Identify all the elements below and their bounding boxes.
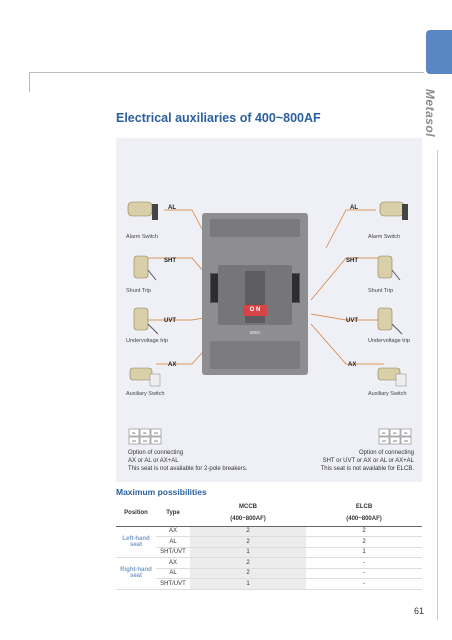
header-rule (29, 72, 424, 73)
breaker-bottom (210, 341, 300, 369)
table-row: AL 2 - (116, 568, 422, 579)
line-right-ax (310, 323, 384, 365)
right-grid-cell: AL (393, 431, 397, 435)
type-cell: AL (156, 568, 190, 579)
right-grid-cell: AL (382, 431, 386, 435)
right-grid-cell: AL (404, 431, 408, 435)
left-sht-tag: SHT (164, 258, 176, 264)
left-grid-cell: AX (143, 439, 147, 443)
mccb-cell: 1 (190, 578, 306, 590)
mccb-cell: 2 (190, 536, 306, 548)
right-grid-cell: AX (404, 439, 408, 443)
possibilities-title: Maximum possibilities (116, 487, 207, 497)
left-grid-cell: AX (154, 439, 158, 443)
left-grid-cell: AL (132, 431, 136, 435)
left-uvt-label: Undervoltage trip (126, 338, 168, 344)
alarm-switch-image-right (374, 198, 408, 227)
left-al-tag: AL (168, 205, 176, 211)
elcb-cell: 2 (306, 536, 422, 548)
left-sht-label: Shunt Trip (126, 288, 152, 294)
left-grid-cell: AX (154, 431, 158, 435)
elcb-cell: - (306, 578, 422, 590)
page-number: 61 (414, 606, 425, 616)
right-sht-label: Shunt Trip (368, 288, 394, 294)
connector-lines (146, 209, 384, 365)
right-al-tag: AL (350, 205, 358, 211)
auxiliaries-diagram: AL Alarm Switch SHT Shunt Trip UVT Under… (116, 138, 422, 482)
type-cell: SHT/UVT (156, 578, 190, 590)
breaker-rating: 800A (250, 330, 261, 335)
table-row: SHT/UVT 1 1 (116, 547, 422, 558)
left-uvt-tag: UVT (164, 318, 176, 324)
elcb-cell: 2 (306, 526, 422, 537)
mccb-cell: 1 (190, 547, 306, 558)
line-right-sht (310, 257, 384, 301)
left-ax-label: Auxiliary Switch (126, 391, 165, 397)
possibilities-table: Position Type MCCB ELCB (400~800AF) (400… (116, 500, 422, 590)
right-sht-tag: SHT (346, 258, 358, 264)
undervoltage-trip-image (130, 306, 160, 341)
mccb-subheader: (400~800AF) (190, 513, 306, 527)
auxiliary-switch-image (128, 364, 162, 393)
elcb-cell: - (306, 568, 422, 579)
type-header: Type (156, 500, 190, 527)
right-grid-cell: AX (393, 439, 397, 443)
elcb-cell: - (306, 557, 422, 569)
left-seat-grid: AL AL AX AX AX AX (128, 428, 164, 451)
table-header: Position Type MCCB ELCB (116, 500, 422, 527)
right-grid-cell: AX (382, 439, 386, 443)
side-rule (437, 150, 438, 620)
elcb-cell: 1 (306, 547, 422, 558)
type-cell: SHT/UVT (156, 547, 190, 558)
table-row: SHT/UVT 1 - (116, 578, 422, 590)
undervoltage-trip-image-right (374, 306, 404, 341)
alarm-switch-image (126, 198, 160, 227)
breaker-on-indicator: O N (243, 305, 267, 316)
breaker-top (210, 219, 300, 237)
right-ax-label: Auxiliary Switch (368, 391, 407, 397)
breaker-image: O N 800A (202, 213, 308, 375)
mccb-cell: 2 (190, 526, 306, 537)
right-ax-tag: AX (348, 362, 357, 368)
type-cell: AL (156, 536, 190, 548)
page-title: Electrical auxiliaries of 400~800AF (116, 111, 321, 125)
right-al-label: Alarm Switch (368, 234, 401, 240)
mccb-cell: 2 (190, 557, 306, 569)
brand-tab (426, 30, 452, 74)
type-cell: AX (156, 557, 190, 569)
mccb-cell: 2 (190, 568, 306, 579)
right-seat-grid: AL AL AL AX AX AX (378, 428, 414, 451)
type-cell: AX (156, 526, 190, 537)
right-uvt-tag: UVT (346, 318, 358, 324)
header-rule-vertical (29, 72, 30, 92)
shunt-trip-image (130, 254, 158, 287)
elcb-header: ELCB (355, 503, 373, 510)
table-subheader: (400~800AF) (400~800AF) (116, 513, 422, 527)
left-grid-cell: AL (143, 431, 147, 435)
left-al-label: Alarm Switch (126, 234, 159, 240)
right-uvt-label: Undervoltage trip (368, 338, 410, 344)
elcb-subheader: (400~800AF) (306, 513, 422, 527)
auxiliary-switch-image-right (374, 364, 408, 393)
left-grid-cell: AX (132, 439, 136, 443)
brand-label: Metasol (423, 88, 438, 138)
left-ax-tag: AX (168, 362, 177, 368)
mccb-header: MCCB (239, 503, 257, 510)
position-header: Position (116, 500, 156, 527)
line-right-uvt (310, 313, 384, 321)
line-right-al (325, 209, 376, 249)
shunt-trip-image-right (374, 254, 402, 287)
table-row: AL 2 2 (116, 536, 422, 548)
